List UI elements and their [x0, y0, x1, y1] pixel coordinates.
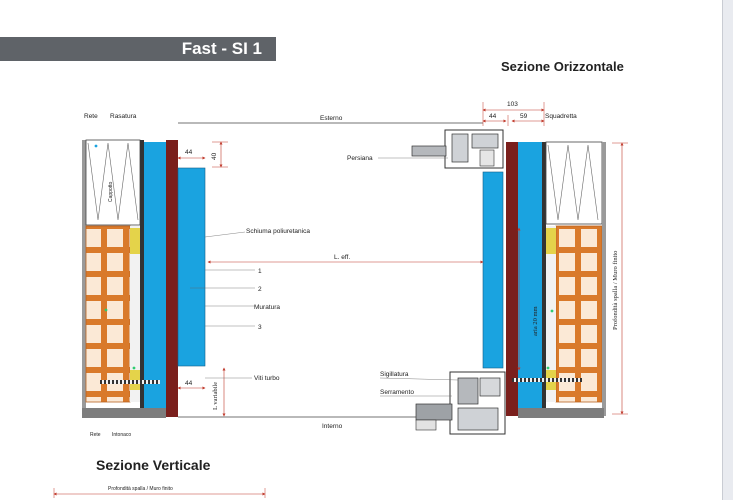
dim-44-bottom-left: 44	[185, 380, 193, 387]
right-frame-red	[506, 142, 518, 416]
label-esterno: Esterno	[320, 115, 343, 122]
label-profondita-right: Profondità spalla / Muro finito	[612, 251, 619, 330]
left-mortar-strip	[130, 226, 140, 402]
dim-40: 40	[211, 152, 218, 160]
heading-sezione-orizzontale: Sezione Orizzontale	[501, 59, 624, 74]
left-panel-blue	[177, 167, 206, 367]
label-squadretta: Squadretta	[545, 113, 577, 120]
label-profondita-bottom: Profondità spalla / Muro finito	[108, 486, 173, 492]
right-base-grey	[518, 408, 604, 418]
label-cappotto: Cappotto	[108, 181, 114, 202]
left-line-1	[140, 140, 144, 412]
left-insulation-hatch	[87, 142, 139, 221]
right-screw	[512, 378, 582, 382]
label-l-eff: L. eff.	[334, 254, 350, 261]
right-cappotto-blue	[518, 142, 542, 408]
label-muratura: Muratura	[254, 304, 280, 311]
left-foam-top	[130, 228, 140, 254]
label-intonaco-bottom: Intonaco	[112, 432, 131, 438]
left-brick-masonry	[85, 225, 131, 403]
left-screw	[100, 380, 160, 384]
left-plaster	[82, 140, 86, 417]
right-wall	[482, 141, 606, 418]
title-banner: Fast - SI 1	[0, 37, 276, 61]
banner-title: Fast - SI 1	[181, 39, 262, 58]
label-interno: Interno	[322, 423, 343, 430]
label-variabile: L variabile	[212, 382, 219, 410]
label-persiana: Persiana	[347, 155, 373, 162]
dim-103: 103	[507, 101, 518, 108]
dim-59: 59	[520, 113, 528, 120]
serramento-profile	[415, 371, 506, 435]
left-wall	[82, 139, 206, 418]
label-rete: Rete	[84, 113, 98, 120]
label-n2: 2	[258, 286, 262, 293]
dim-44-top-left: 44	[185, 149, 193, 156]
label-n3: 3	[258, 324, 262, 331]
left-base-grey	[82, 408, 166, 418]
label-serramento: Serramento	[380, 389, 414, 396]
label-aria: aria 20 mm	[532, 306, 539, 336]
label-rete-bottom: Rete	[90, 432, 101, 438]
persiana-profile	[411, 129, 504, 169]
page-edge-line	[722, 0, 723, 500]
heading-sezione-verticale: Sezione Verticale	[96, 457, 211, 473]
page-edge	[723, 0, 733, 500]
right-panel-blue	[482, 171, 504, 369]
right-brick-masonry	[555, 225, 603, 403]
left-frame-red	[166, 140, 178, 417]
right-insulation-panel	[545, 141, 603, 225]
dim-44-top-right: 44	[489, 113, 497, 120]
label-rasatura: Rasatura	[110, 113, 137, 120]
label-n1: 1	[258, 268, 262, 275]
label-schiuma: Schiuma poliuretanica	[246, 228, 310, 235]
label-sigillatura: Sigillatura	[380, 371, 409, 378]
left-cappotto-blue	[144, 142, 166, 408]
label-viti: Viti turbo	[254, 375, 280, 382]
